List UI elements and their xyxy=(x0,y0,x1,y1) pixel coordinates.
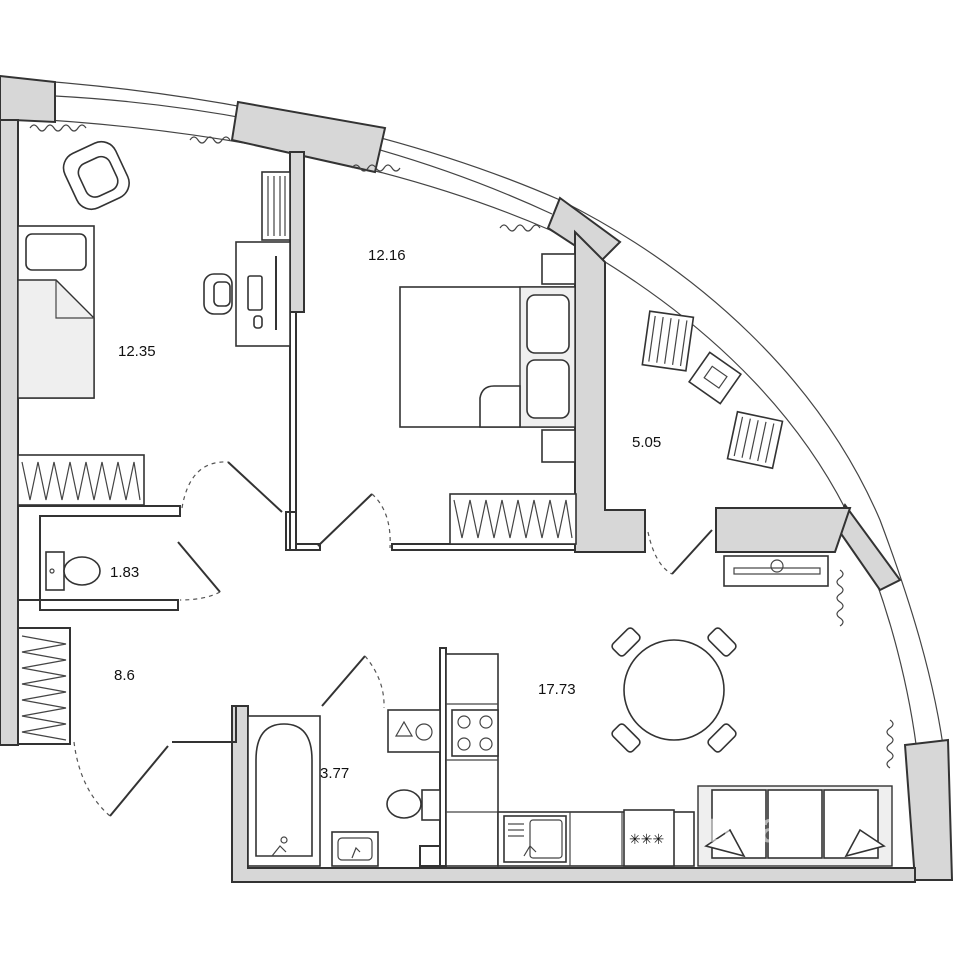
armchair-icon xyxy=(62,140,130,211)
area-label-room2: 12.16 xyxy=(368,247,406,264)
nightstand-icon xyxy=(541,253,576,285)
interior-walls xyxy=(17,151,852,867)
wardrobe-icon xyxy=(449,493,577,545)
side-table-icon xyxy=(687,351,743,405)
area-labels: 12.35 12.16 5.05 1.83 8.6 3.77 17.73 xyxy=(110,247,661,782)
facade-pier-2 xyxy=(230,100,387,174)
doors xyxy=(73,461,713,817)
kitchen-sink-icon xyxy=(503,815,567,863)
hall-wardrobe-icon xyxy=(21,635,67,741)
living-furniture xyxy=(611,555,893,867)
door-entrance xyxy=(109,745,169,817)
deck-chair-icon xyxy=(641,310,695,372)
area-label-wc: 1.83 xyxy=(110,564,139,581)
deck-chair-icon xyxy=(726,410,784,470)
sofa-icon xyxy=(697,785,893,867)
wardrobe-icon xyxy=(17,454,145,506)
bottom-outer-wall xyxy=(231,705,916,883)
svg-text:✳✳✳: ✳✳✳ xyxy=(629,831,664,847)
door-bathroom xyxy=(321,655,366,707)
washing-machine-icon xyxy=(387,709,441,753)
bookshelf-icon xyxy=(261,171,291,241)
bed-icon xyxy=(17,225,95,399)
toilet-icon xyxy=(45,551,101,591)
nightstand-icon xyxy=(541,429,576,463)
room2-balcony-wall xyxy=(574,229,646,553)
toilet-icon xyxy=(386,789,441,821)
room2-furniture xyxy=(399,253,577,545)
double-bed-icon xyxy=(399,286,576,428)
tv-stand-icon xyxy=(723,555,829,587)
dining-table-icon xyxy=(611,627,737,753)
sink-icon xyxy=(331,831,379,867)
door-room2 xyxy=(317,493,373,547)
kitchen-fixtures: ✳✳✳ xyxy=(445,653,695,867)
hob-icon xyxy=(451,709,499,757)
area-label-balcony: 5.05 xyxy=(632,434,661,451)
desk-icon xyxy=(235,241,291,347)
left-outer-wall xyxy=(0,119,19,746)
door-balcony xyxy=(671,529,713,575)
area-label-kitchen-living: 17.73 xyxy=(538,681,576,698)
oven-icon: ✳✳✳ xyxy=(623,809,675,867)
door-wc xyxy=(177,541,221,593)
balcony-furniture xyxy=(641,310,784,470)
room1-furniture xyxy=(17,140,291,506)
door-room1 xyxy=(227,461,283,513)
curtains xyxy=(29,124,894,769)
watermark-logo: циан xyxy=(708,803,811,852)
chair-icon xyxy=(203,273,233,315)
bathtub-icon xyxy=(247,715,321,867)
area-label-room1: 12.35 xyxy=(118,343,156,360)
balcony-partition xyxy=(715,507,852,553)
facade-pier-5 xyxy=(903,738,954,881)
bathroom-fixtures xyxy=(247,709,441,867)
area-label-bathroom: 3.77 xyxy=(320,765,349,782)
area-label-hall: 8.6 xyxy=(114,667,135,684)
